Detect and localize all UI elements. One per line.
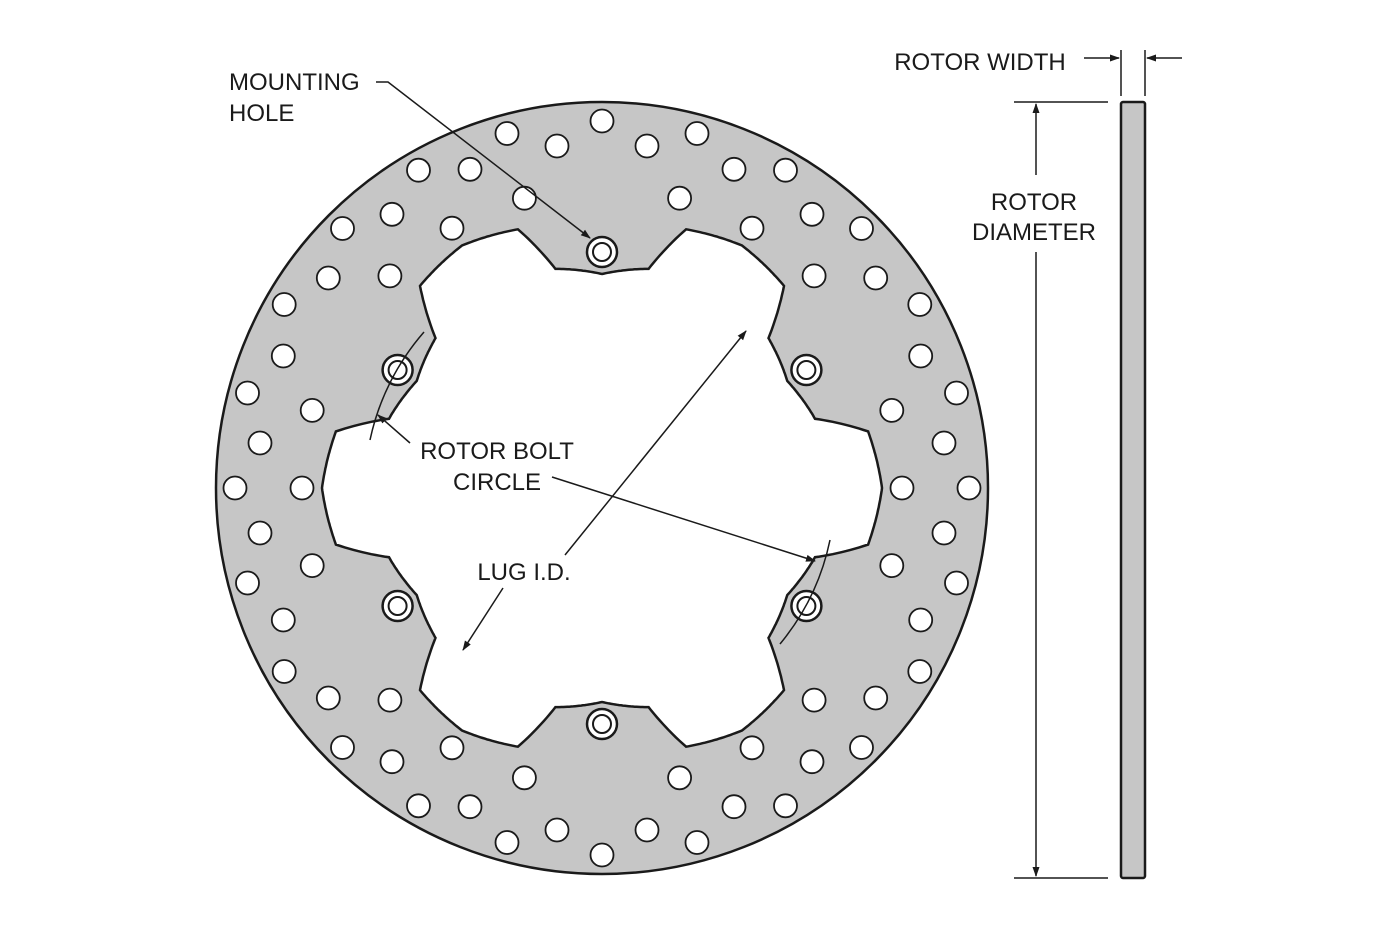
cross-drill-hole	[944, 570, 969, 596]
cross-drill-hole	[544, 817, 570, 843]
cross-drill-hole	[512, 765, 537, 791]
cross-drill-hole	[721, 156, 747, 182]
cross-drill-hole	[907, 659, 933, 684]
mounting-hole-bore	[592, 714, 612, 734]
cross-drill-hole	[544, 133, 570, 159]
mounting-hole-bore	[387, 360, 408, 380]
cross-drill-hole	[379, 201, 405, 227]
cross-drill-hole	[799, 201, 825, 227]
mounting-hole-bore	[592, 242, 612, 262]
cross-drill-hole	[235, 570, 260, 596]
cross-drill-hole	[247, 520, 273, 546]
cross-drill-hole	[863, 685, 889, 711]
cross-drill-hole	[879, 397, 905, 423]
cross-drill-hole	[801, 687, 827, 713]
cross-drill-hole	[271, 292, 297, 317]
cross-drill-hole	[379, 749, 405, 775]
cross-drill-hole	[799, 749, 825, 775]
mounting-hole-callout: MOUNTING HOLE	[229, 69, 591, 239]
cross-drill-hole	[439, 735, 465, 761]
cross-drill-hole	[512, 185, 537, 211]
rotor-bolt-circle-callout: ROTOR BOLT CIRCLE	[369, 331, 831, 645]
cross-drill-hole	[849, 216, 874, 241]
rotor-width-label: ROTOR WIDTH	[894, 49, 1066, 76]
cross-drill-hole	[634, 133, 660, 159]
lug-id-callout: LUG I.D.	[462, 330, 747, 651]
cross-drill-hole	[931, 430, 957, 456]
center-cutout	[320, 227, 884, 749]
cross-drill-hole	[908, 343, 934, 369]
cross-drill-hole	[589, 842, 615, 868]
cross-drill-hole	[739, 215, 765, 241]
rotor-front-view	[214, 100, 990, 876]
cross-drill-hole	[406, 157, 431, 183]
mounting-hole-label-line2: HOLE	[229, 100, 294, 127]
cross-drill-hole	[457, 794, 483, 820]
cross-drill-hole	[439, 215, 465, 241]
cross-drill-hole	[739, 735, 765, 761]
cross-drill-hole	[849, 735, 874, 760]
cross-drill-hole	[377, 687, 403, 713]
cross-drill-hole	[299, 553, 325, 578]
rotor-side-view	[1119, 100, 1147, 880]
cross-drill-holes	[222, 108, 982, 868]
cross-drill-hole	[494, 830, 520, 855]
cross-drill-hole	[457, 156, 483, 182]
rotor-width-dimension: ROTOR WIDTH	[894, 49, 1182, 96]
cross-drill-hole	[667, 765, 692, 791]
cross-drill-hole	[944, 380, 969, 406]
rotor-bolt-circle-label-line2: CIRCLE	[453, 469, 541, 496]
cross-drill-hole	[721, 794, 747, 820]
cross-drill-hole	[270, 343, 296, 369]
mounting-hole-bore	[387, 596, 408, 616]
cross-drill-hole	[289, 475, 315, 501]
cross-drill-hole	[247, 430, 273, 456]
cross-drill-hole	[330, 735, 355, 760]
cross-drill-hole	[235, 380, 260, 406]
mounting-hole-bore	[796, 360, 817, 380]
cross-drill-hole	[889, 475, 915, 501]
cross-drill-hole	[684, 830, 710, 855]
cross-drill-hole	[908, 607, 934, 633]
cross-drill-hole	[330, 216, 355, 241]
cross-drill-hole	[377, 263, 403, 289]
cross-drill-hole	[634, 817, 660, 843]
cross-drill-hole	[907, 292, 933, 317]
mounting-hole-label-line1: MOUNTING	[229, 69, 360, 96]
rotor-diameter-dimension: ROTOR DIAMETER	[972, 101, 1108, 879]
cross-drill-hole	[222, 475, 248, 501]
cross-drill-hole	[684, 121, 710, 146]
mounting-holes	[381, 235, 823, 741]
cross-drill-hole	[271, 659, 297, 684]
cross-drill-hole	[773, 793, 798, 819]
cross-drill-hole	[667, 185, 692, 211]
cross-drill-hole	[494, 121, 520, 146]
cross-drill-hole	[270, 607, 296, 633]
cross-drill-hole	[863, 265, 889, 291]
cross-drill-hole	[299, 397, 325, 423]
cross-drill-hole	[406, 793, 431, 819]
rotor-bolt-circle-label-line1: ROTOR BOLT	[420, 438, 574, 465]
rotor-diameter-label-line1: ROTOR	[991, 189, 1077, 216]
cross-drill-hole	[801, 263, 827, 289]
rotor-diameter-label-line2: DIAMETER	[972, 219, 1096, 246]
cross-drill-hole	[773, 157, 798, 183]
lug-id-label: LUG I.D.	[477, 559, 570, 586]
cross-drill-hole	[956, 475, 982, 501]
cross-drill-hole	[315, 685, 341, 711]
cross-drill-hole	[931, 520, 957, 546]
cross-drill-hole	[589, 108, 615, 134]
cross-drill-hole	[315, 265, 341, 291]
cross-drill-hole	[879, 553, 905, 578]
